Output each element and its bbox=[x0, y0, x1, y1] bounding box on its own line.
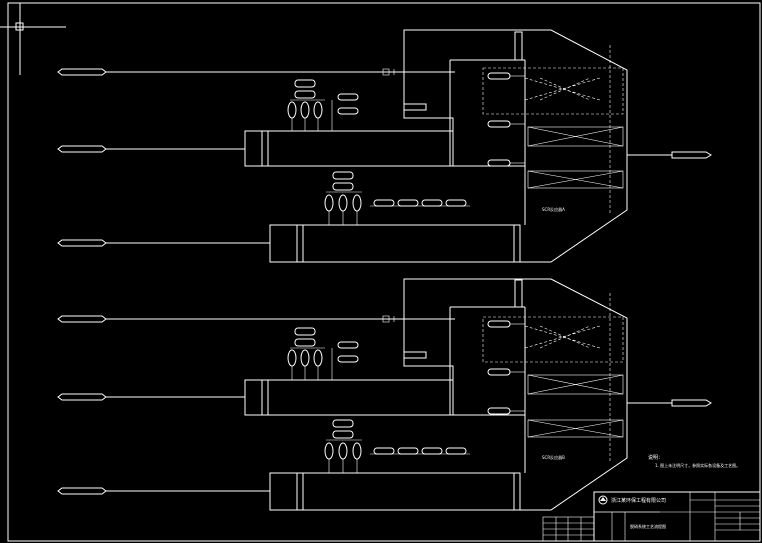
process-unit-2: SCR反应器B bbox=[57, 278, 712, 511]
injector-group-lower bbox=[324, 171, 470, 225]
reactor-label-2: SCR反应器B bbox=[542, 454, 565, 460]
inlet-tag-mid-2[interactable] bbox=[57, 393, 107, 401]
injector-group-lower-2 bbox=[324, 419, 470, 473]
inlet-tag-bottom[interactable] bbox=[57, 239, 107, 247]
upper-duct-2 bbox=[244, 351, 454, 416]
flow-meter-symbol bbox=[382, 68, 395, 76]
reactor-outline-2 bbox=[403, 278, 628, 511]
drawing-title: 脱硝系统工艺流程图 bbox=[630, 523, 666, 529]
injector-group-upper bbox=[287, 79, 359, 131]
reactor-outline bbox=[403, 29, 628, 263]
notes-line-1: 1. 图上未注明尺寸，参照实际各设备及工艺图。 bbox=[655, 462, 740, 468]
notes-title: 说明： bbox=[648, 454, 663, 461]
lower-duct bbox=[269, 224, 521, 263]
reactor-label: SCR反应器A bbox=[542, 206, 565, 212]
analyzer-instruments bbox=[487, 72, 525, 167]
inlet-tag-top[interactable] bbox=[57, 68, 107, 76]
outlet-tag[interactable] bbox=[671, 151, 712, 159]
injector-group-upper-2 bbox=[287, 327, 359, 380]
inlet-tag-mid[interactable] bbox=[57, 145, 107, 153]
catalyst-layers-2 bbox=[482, 293, 624, 463]
flow-meter-symbol-2 bbox=[382, 315, 395, 323]
outlet-tag-2[interactable] bbox=[671, 399, 712, 407]
crosshair-cursor-icon bbox=[0, 3, 66, 75]
drawing-notes: 说明： 1. 图上未注明尺寸，参照实际各设备及工艺图。 bbox=[648, 454, 740, 468]
analyzer-instruments-2 bbox=[487, 320, 525, 415]
process-unit-1: SCR反应器A bbox=[57, 29, 712, 263]
lower-duct-2 bbox=[269, 472, 521, 511]
drawing-border bbox=[7, 2, 761, 542]
inlet-tag-bottom-2[interactable] bbox=[57, 487, 107, 495]
catalyst-layers bbox=[482, 45, 624, 215]
company-logo-icon bbox=[598, 495, 608, 505]
inlet-tag-top-2[interactable] bbox=[57, 315, 107, 323]
company-name: 浙江某环保工程有限公司 bbox=[611, 497, 666, 504]
upper-duct bbox=[244, 103, 454, 167]
title-block: 浙江某环保工程有限公司 脱硝系统工艺流程图 bbox=[542, 491, 761, 542]
